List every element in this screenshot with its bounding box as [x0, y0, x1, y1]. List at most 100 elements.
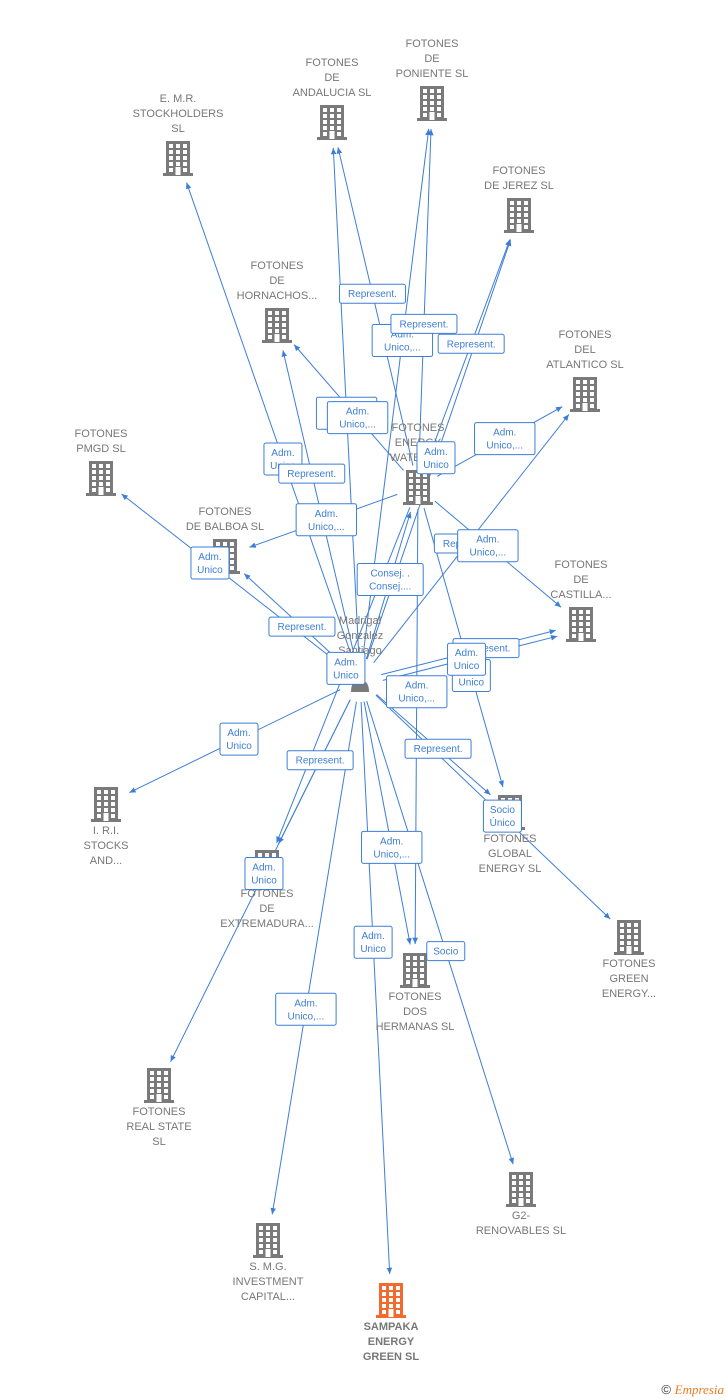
edge-label[interactable]: Adm.Unico,... — [386, 675, 448, 709]
building-window — [627, 923, 631, 927]
relationship-edge[interactable] — [336, 147, 414, 466]
building-window — [389, 1286, 393, 1290]
edge-label[interactable]: Adm.Unico,... — [474, 422, 536, 456]
building-window — [323, 132, 327, 136]
edge-label-text: Represent. — [287, 469, 336, 480]
node-label: DE — [324, 72, 339, 84]
edge-label[interactable]: Adm.Unico,... — [457, 529, 519, 563]
building-window — [230, 566, 234, 570]
edge-label[interactable]: Adm.Unico — [190, 546, 230, 580]
edge-label-text: Represent. — [414, 744, 463, 755]
building-window — [423, 113, 427, 117]
edge-label-text: Consej.... — [369, 582, 411, 593]
building-window — [519, 1187, 523, 1191]
relationship-edge[interactable] — [185, 182, 354, 660]
node-label: Gonzalez — [337, 630, 383, 642]
relationship-edge[interactable] — [363, 701, 412, 945]
building-window — [223, 542, 227, 546]
relationship-edge[interactable] — [418, 128, 434, 466]
edge-label-box — [326, 651, 366, 685]
building-window — [323, 120, 327, 124]
building-window — [512, 1199, 516, 1203]
node-green[interactable]: FOTONESGREENENERGY... — [602, 920, 656, 1000]
building-icon — [614, 920, 644, 955]
node-smg[interactable]: S. M.G.INVESTMENTCAPITAL... — [233, 1223, 304, 1303]
building-window — [275, 323, 279, 327]
building-window — [183, 168, 187, 172]
edge-label[interactable]: Socio — [426, 941, 466, 962]
building-window — [273, 1250, 277, 1254]
node-label: GREEN SL — [363, 1351, 420, 1363]
node-label: FOTONES — [241, 888, 294, 900]
footer-brand[interactable]: © Empresia — [661, 1382, 724, 1398]
edge-label[interactable]: Adm.Unico — [326, 651, 366, 685]
edge-label[interactable]: Adm.Unico,... — [295, 503, 358, 537]
building-window — [586, 610, 590, 614]
edge-label[interactable]: Adm.Unico — [244, 856, 284, 890]
edge-label[interactable]: Adm.Unico,... — [275, 992, 337, 1026]
edge-label[interactable]: Represent. — [390, 313, 458, 334]
copyright-symbol: © — [661, 1382, 672, 1397]
edge-label[interactable]: Adm.Unico — [416, 441, 456, 475]
building-window — [423, 89, 427, 93]
edge-label[interactable]: Represent. — [338, 283, 406, 304]
node-castilla[interactable]: FOTONESDECASTILLA... — [550, 559, 612, 642]
building-window — [111, 808, 115, 812]
node-label: CAPITAL... — [241, 1291, 295, 1303]
edge-label[interactable]: Adm.Unico — [219, 722, 259, 756]
node-hornachos[interactable]: FOTONESDEHORNACHOS... — [237, 260, 318, 343]
edge-label-text: Unico — [454, 661, 480, 672]
relationship-edge[interactable] — [270, 701, 357, 1215]
edge-label-text: Unico — [333, 670, 359, 681]
node-iri[interactable]: I. R.I.STOCKSAND... — [83, 787, 129, 867]
relationship-edge[interactable] — [360, 701, 393, 1275]
relationship-edge[interactable] — [366, 700, 514, 1165]
building-door — [626, 946, 632, 954]
edge-label[interactable]: Represent. — [437, 333, 505, 354]
edge-label[interactable]: Adm.Unico — [447, 642, 487, 676]
relationship-edge[interactable] — [121, 493, 343, 667]
building-window — [97, 796, 101, 800]
building-window — [437, 101, 441, 105]
edge-label[interactable]: Represent. — [404, 738, 472, 759]
building-window — [183, 144, 187, 148]
building-window — [330, 114, 334, 118]
node-label: FOTONES — [603, 958, 656, 970]
building-window — [282, 323, 286, 327]
building-window — [517, 213, 521, 217]
building-window — [176, 144, 180, 148]
building-window — [92, 464, 96, 468]
building-window — [510, 219, 514, 223]
edge-label-text: Socio — [490, 805, 515, 816]
edge-label[interactable]: Adm.Unico,... — [361, 830, 423, 864]
edge-label-text: Consej. . — [370, 569, 409, 580]
building-window — [409, 491, 413, 495]
edge-label[interactable]: Adm.Unico,... — [326, 401, 389, 435]
building-window — [382, 1304, 386, 1308]
edge-label[interactable]: Consej. . Consej.... — [356, 563, 424, 597]
building-window — [273, 1238, 277, 1242]
building-window — [620, 923, 624, 927]
edge-label[interactable]: Represent. — [286, 750, 354, 771]
building-door — [412, 979, 418, 987]
node-label: FOTONES — [555, 559, 608, 571]
building-window — [627, 929, 631, 933]
edge-label[interactable]: Represent. — [268, 616, 336, 637]
building-window — [524, 207, 528, 211]
edge-label[interactable]: Adm.Unico — [353, 925, 393, 959]
building-window — [579, 628, 583, 632]
edge-label[interactable]: Represent. — [278, 463, 346, 484]
node-g2[interactable]: G2-RENOVABLES SL — [476, 1172, 566, 1237]
building-window — [413, 968, 417, 972]
building-icon — [86, 461, 116, 496]
